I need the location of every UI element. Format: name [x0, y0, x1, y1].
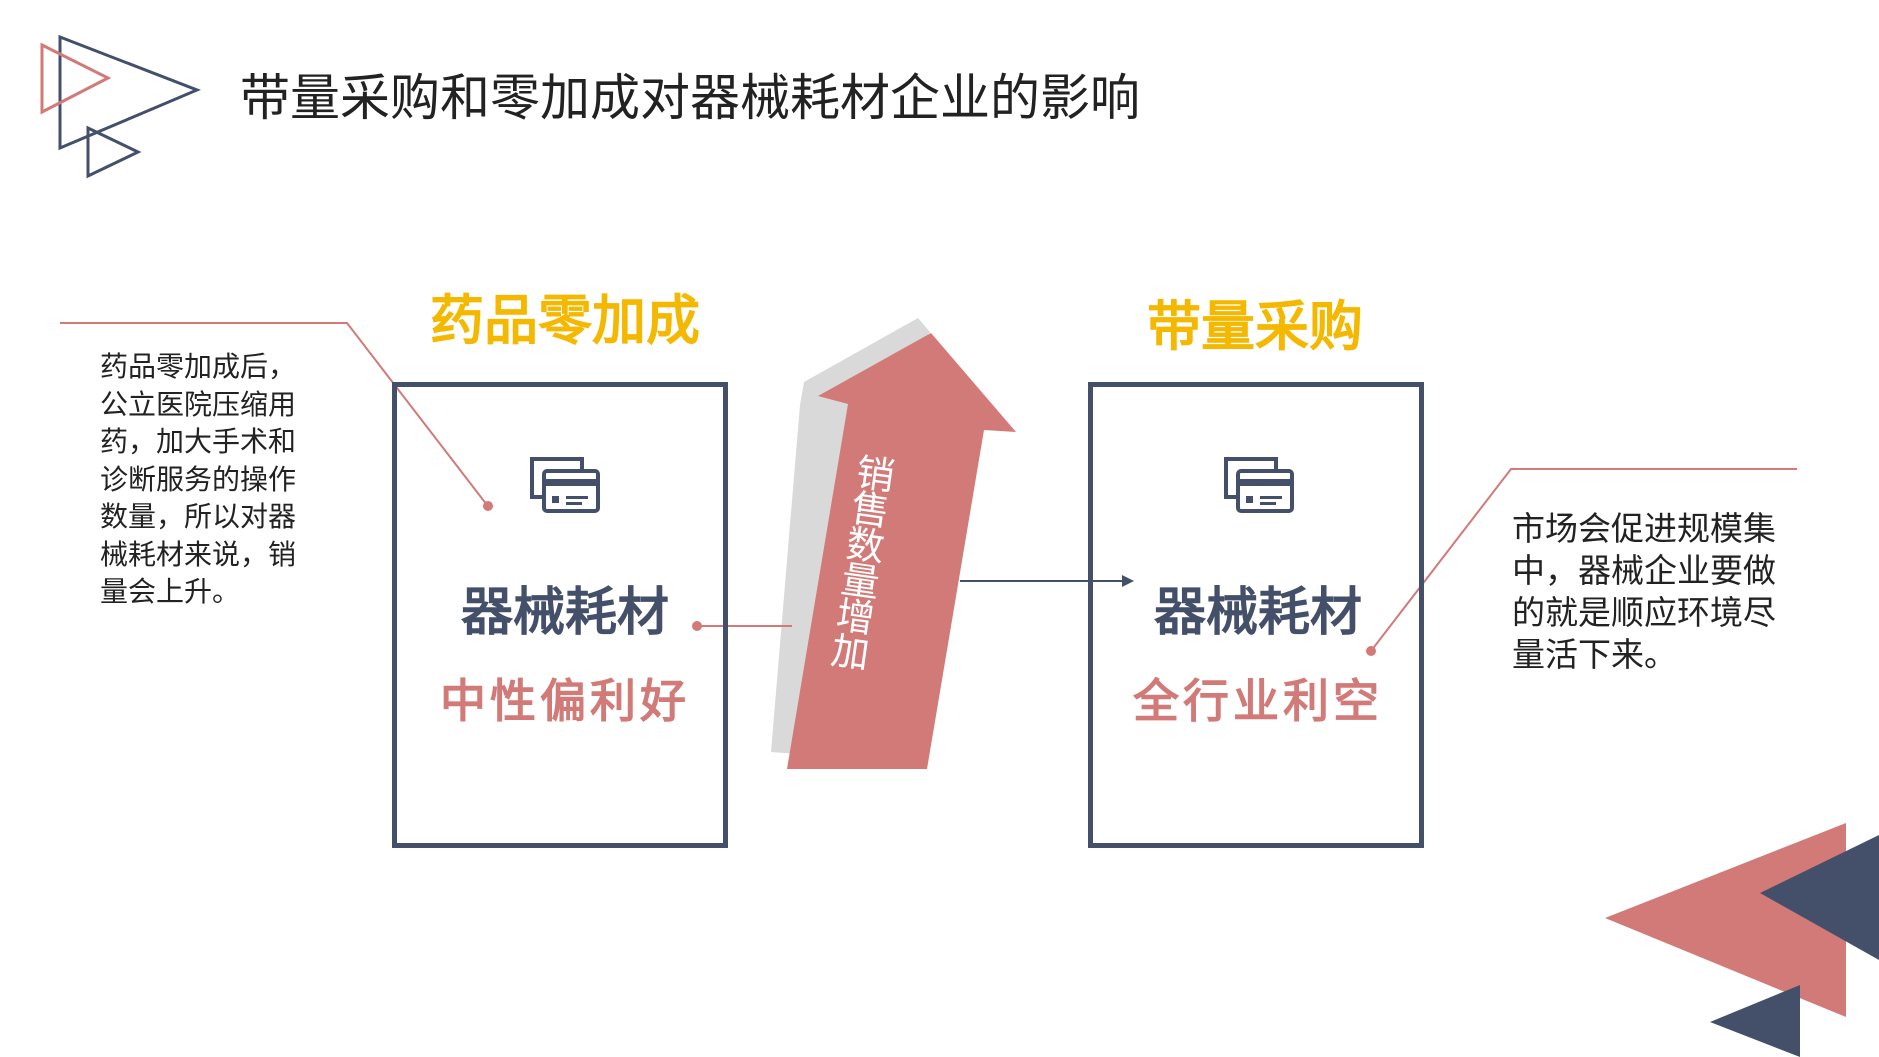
- left-callout-line: [60, 322, 488, 506]
- left-box: [392, 382, 728, 848]
- right-product-name: 器械耗材: [1153, 583, 1362, 643]
- left-effect: 中性偏利好: [440, 674, 690, 728]
- right-box: [1088, 382, 1424, 848]
- right-note: 市场会促进规模集中，器械企业要做的就是顺应环境尽量活下来。: [1512, 509, 1776, 674]
- corner-triangles-icon: [1605, 823, 1879, 1057]
- right-heading: 带量采购: [1147, 295, 1363, 358]
- growth-arrow: [771, 318, 1016, 769]
- left-product-name: 器械耗材: [460, 583, 669, 643]
- logo-triangles-icon: [40, 34, 201, 179]
- page-title: 带量采购和零加成对器械耗材企业的影响: [240, 69, 1140, 127]
- left-heading: 药品零加成: [430, 289, 700, 352]
- left-credit-card-icon: [530, 457, 600, 513]
- left-note: 药品零加成后，公立医院压缩用药，加大手术和诊断服务的操作数量，所以对器械耗材来说…: [100, 350, 297, 608]
- right-callout-line: [1370, 468, 1797, 652]
- right-effect: 全行业利空: [1133, 674, 1383, 728]
- right-credit-card-icon: [1224, 457, 1294, 513]
